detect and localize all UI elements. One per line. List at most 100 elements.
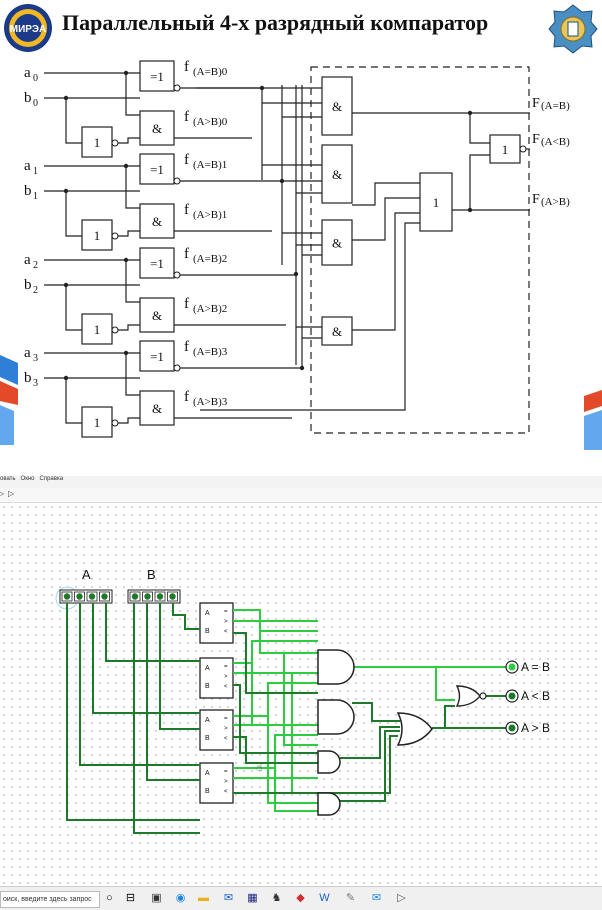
input-b-index: 3 (33, 378, 38, 389)
search-input[interactable]: оиск, введите здесь запрос (0, 891, 100, 908)
menu-item[interactable]: Справка (39, 476, 64, 482)
output-led (508, 692, 516, 700)
edge-icon[interactable]: ◉ (175, 892, 186, 904)
nor-gate-label: 1 (502, 142, 509, 157)
app-icon[interactable]: ♞ (271, 892, 282, 904)
and-gate-label: & (332, 167, 342, 182)
inverter-bubble (173, 364, 181, 372)
toolbar: ▷ ▷ (0, 488, 602, 503)
wire (105, 603, 200, 662)
pin-state (88, 593, 96, 600)
pen-icon[interactable]: ✎ (345, 892, 356, 904)
folder-icon[interactable]: ▬ (198, 892, 209, 904)
junction-dot (293, 271, 299, 277)
and-gate (317, 649, 355, 685)
comparator-port-b: B (205, 735, 210, 742)
mail-icon[interactable]: ✉ (223, 892, 234, 904)
wire (118, 324, 140, 331)
search-icon[interactable]: ○ (106, 892, 113, 904)
wire (352, 666, 455, 701)
wire (352, 702, 400, 722)
taskbar: оиск, введите здесь запрос ○ ⊟ ▣ ◉ ▬ ✉ ▦… (0, 886, 602, 910)
wire (92, 603, 200, 714)
wire (159, 603, 200, 730)
eq-output-label: f (184, 152, 189, 168)
stop-icon[interactable]: ▷ (0, 489, 5, 498)
menu-item[interactable]: Окно (20, 476, 35, 482)
wire (233, 767, 318, 812)
inverter-bubble (111, 419, 119, 427)
word-icon[interactable]: W (319, 892, 330, 904)
wire (125, 73, 140, 116)
wire (118, 417, 140, 424)
right-decor (584, 390, 602, 450)
wire (274, 734, 318, 768)
input-a-index: 0 (33, 73, 38, 84)
wire (233, 632, 318, 694)
output-lt-label: A < B (521, 689, 550, 703)
wire (172, 603, 200, 630)
inverter-bubble (479, 692, 487, 700)
nor-gate (455, 685, 481, 707)
wire (267, 682, 318, 716)
wire (340, 726, 400, 759)
mail2-icon[interactable]: ✉ (371, 892, 382, 904)
task-view-icon[interactable]: ⊟ (125, 892, 136, 904)
wire (125, 166, 140, 209)
calculator-icon[interactable]: ▦ (247, 892, 258, 904)
input-b-label: b (24, 277, 32, 293)
input-a-label: a (24, 65, 31, 81)
comparator-port-lt: < (224, 629, 228, 635)
inverter-bubble (111, 326, 119, 334)
inverter-bubble (173, 177, 181, 185)
comparator-block (199, 602, 234, 644)
wire (65, 98, 82, 144)
input-b-label: b (24, 370, 32, 386)
slide: МИРЭА Параллельный 4-х разрядный компара… (0, 4, 602, 450)
xnor-gate (139, 60, 175, 92)
comparator-port-lt: < (224, 684, 228, 690)
eq-output-sub: (A=B)1 (193, 159, 227, 171)
wire (283, 653, 318, 746)
comparator-port-lt: < (224, 789, 228, 795)
and-gate (139, 203, 175, 239)
comparator-port-a: A (205, 610, 210, 617)
and-gate (139, 297, 175, 333)
store-icon[interactable]: ▣ (151, 892, 162, 904)
pin-state (131, 593, 139, 600)
bus-b-label: B (147, 567, 156, 582)
output-eq-label: A = B (521, 660, 550, 674)
gt-output-sub: (A>B)3 (193, 396, 228, 408)
comparator-port-gt: > (224, 674, 228, 680)
wire (79, 603, 200, 766)
input-a-label: a (24, 158, 31, 174)
media-icon[interactable]: ◆ (296, 892, 305, 904)
university-emblem (548, 4, 598, 54)
pin-state (144, 593, 151, 600)
menu-item[interactable]: овать (0, 476, 16, 482)
wire (233, 715, 318, 804)
comparator-port-eq: = (224, 769, 228, 775)
play-icon[interactable]: ▷ (8, 489, 15, 498)
mirea-logo: МИРЭА (4, 4, 52, 52)
and-gate (321, 219, 353, 266)
gt-output-label: f (184, 389, 189, 405)
inverter-bubble (173, 271, 181, 279)
output-led (508, 724, 516, 732)
inverter-bubble (519, 145, 527, 153)
or-gate (396, 712, 433, 746)
not-gate-label: 1 (94, 415, 101, 430)
gt-output-sub: (A>B)1 (193, 209, 227, 221)
play-small-icon[interactable]: ▷ (397, 892, 406, 904)
comparator-block (199, 709, 234, 751)
output-led (508, 663, 516, 671)
comparator-port-a: A (205, 717, 210, 724)
comparator-port-b: B (205, 683, 210, 690)
eq-output-label: f (184, 59, 189, 75)
junction-dot (467, 207, 473, 213)
junction-dot (467, 110, 473, 116)
menu-bar: овать Окно Справка (0, 476, 602, 488)
and-gate (321, 144, 353, 204)
left-decor (0, 355, 18, 445)
